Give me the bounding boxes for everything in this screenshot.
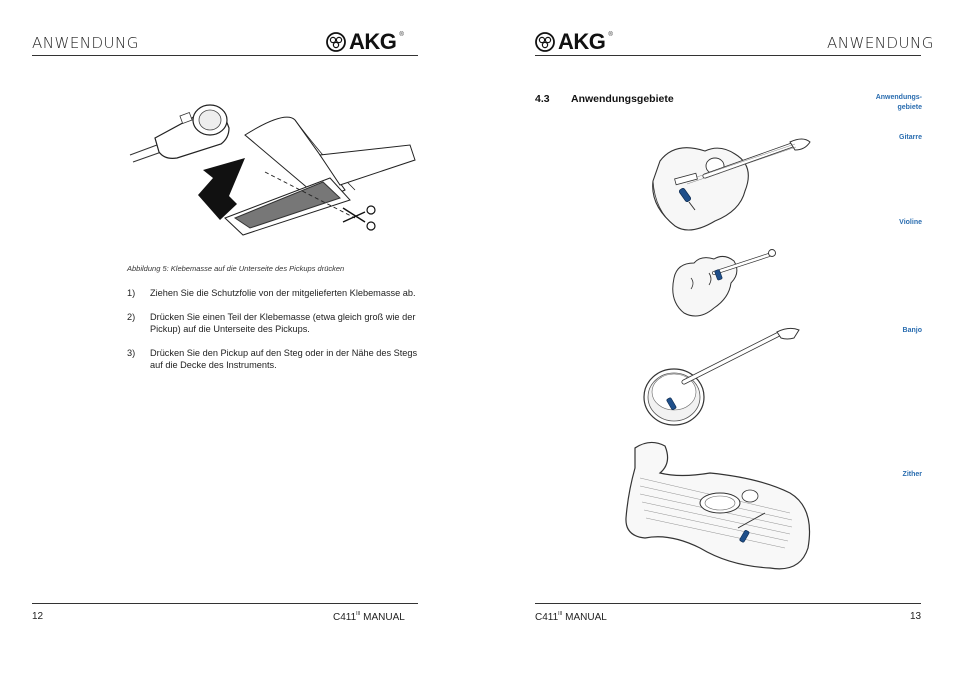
manual-model: C411 (535, 612, 559, 623)
logo-text: AKG (349, 29, 397, 54)
manual-model-sup: III (558, 611, 563, 617)
sidenote-anwendungsgebiete: Anwendungs- gebiete (876, 93, 922, 112)
sidenote-violine: Violine (899, 219, 922, 226)
banjo-icon (643, 327, 800, 426)
sidenote-banjo: Banjo (902, 327, 922, 334)
step-number: 3) (127, 348, 136, 358)
step-text: Ziehen Sie die Schutzfolie von der mitge… (150, 288, 416, 298)
sidenote-line: gebiete (897, 103, 922, 111)
header-rule (32, 55, 418, 56)
header-title: ANWENDUNG (32, 34, 139, 52)
sidenote-gitarre: Gitarre (899, 134, 922, 141)
section-heading: 4.3 Anwendungsgebiete (535, 93, 674, 105)
sidenote-zither: Zither (902, 471, 922, 478)
violin-icon (672, 249, 776, 317)
right-page: AKG ® ANWENDUNG 4.3 Anwendungsgebiete An… (477, 0, 954, 673)
manual-word: MANUAL (363, 612, 405, 623)
akg-logo: AKG ® (535, 29, 613, 55)
guitar-icon (652, 138, 811, 231)
zither-icon (625, 441, 811, 570)
akg-logo-icon (535, 32, 555, 52)
section-title: Anwendungsgebiete (571, 93, 674, 105)
sidenote-line: Anwendungs- (875, 94, 922, 101)
manual-label: C411III MANUAL (535, 611, 607, 623)
page-number: 13 (910, 611, 922, 622)
adhesive-figure (129, 104, 416, 236)
step-number: 2) (127, 312, 136, 322)
arrow-icon (198, 158, 245, 220)
footer-rule (32, 603, 418, 604)
header-rule (535, 55, 921, 56)
step-text: Drücken Sie einen Teil der Klebemasse (e… (150, 312, 416, 334)
akg-logo-icon (326, 32, 346, 52)
header-title: ANWENDUNG (827, 34, 934, 52)
instruction-steps: 1) Ziehen Sie die Schutzfolie von der mi… (127, 287, 419, 383)
logo-registered-mark: ® (399, 32, 404, 38)
section-number: 4.3 (535, 93, 550, 105)
akg-logo: AKG ® (326, 29, 404, 55)
step-item: 2) Drücken Sie einen Teil der Klebemasse… (127, 311, 419, 335)
manual-model-sup: III (356, 611, 361, 617)
logo-text: AKG (558, 29, 606, 54)
footer-rule (535, 603, 921, 604)
page-number: 12 (32, 611, 44, 622)
step-number: 1) (127, 288, 136, 298)
step-item: 3) Drücken Sie den Pickup auf den Steg o… (127, 347, 419, 371)
manual-label: C411III MANUAL (333, 611, 405, 623)
figure-caption: Abbildung 5: Klebemasse auf die Untersei… (127, 264, 345, 273)
step-item: 1) Ziehen Sie die Schutzfolie von der mi… (127, 287, 419, 299)
step-text: Drücken Sie den Pickup auf den Steg oder… (150, 348, 418, 370)
manual-model: C411 (333, 612, 357, 623)
logo-registered-mark: ® (608, 32, 613, 38)
scissors-icon (342, 205, 376, 231)
manual-word: MANUAL (565, 612, 607, 623)
left-page: ANWENDUNG AKG ® (32, 29, 419, 623)
